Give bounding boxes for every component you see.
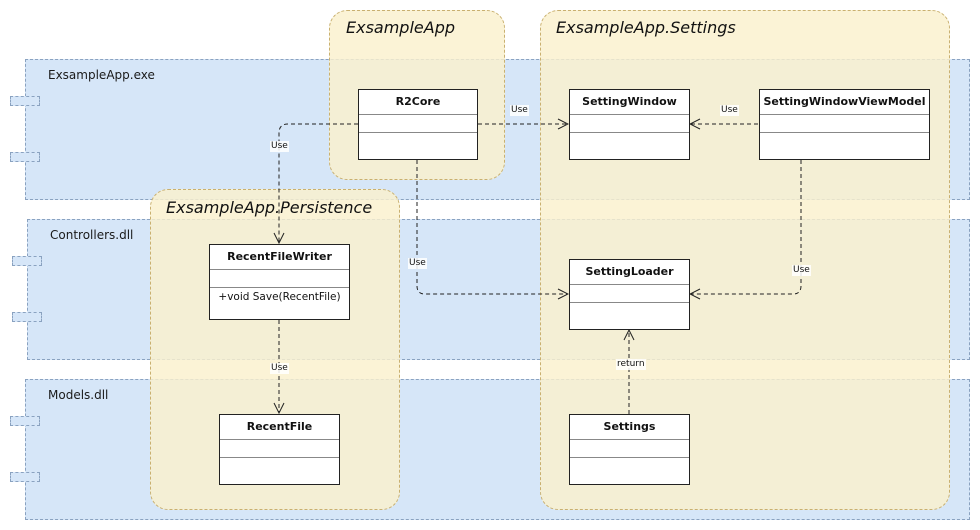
class-settingwindowviewmodel-attributes [760,115,929,133]
edge-label-vm-settingwindow: Use [720,105,739,116]
class-recentfilewriter-attributes [210,270,349,288]
class-settingwindowviewmodel-name: SettingWindowViewModel [760,90,929,115]
package-persistence-label: ExsampleApp.Persistence [166,198,373,217]
class-settings-name: Settings [570,415,689,440]
class-recentfilewriter-operation: +void Save(RecentFile) [218,291,341,303]
edge-label-r2core-recentfilewriter: Use [270,141,289,152]
package-exsampleapp-label: ExsampleApp [346,18,456,37]
class-recentfilewriter[interactable]: RecentFileWriter +void Save(RecentFile) [209,244,350,320]
class-recentfile-name: RecentFile [220,415,339,440]
class-r2core-attributes [359,115,477,133]
class-settingwindowviewmodel[interactable]: SettingWindowViewModel [759,89,930,160]
edge-label-r2core-settingloader: Use [408,258,427,269]
edge-label-r2core-settingwindow: Use [510,105,529,116]
class-settings-attributes [570,440,689,458]
assembly-exe-tab-top [10,96,40,106]
class-recentfile-attributes [220,440,339,458]
edge-r2core-settingloader [416,160,568,294]
class-settings[interactable]: Settings [569,414,690,485]
assembly-controllers-label: Controllers.dll [50,228,134,242]
assembly-models-label: Models.dll [48,388,109,402]
class-r2core-operations [359,133,477,150]
assembly-controllers-tab-top [12,256,42,266]
edge-vm-settingloader [690,160,802,294]
class-settingloader-attributes [570,285,689,303]
class-recentfile-operations [220,458,339,475]
assembly-models-tab-top [10,416,40,426]
class-settingwindow-operations [570,133,689,150]
assembly-exe-tab-bottom [10,152,40,162]
class-settings-operations [570,458,689,475]
assembly-controllers-tab-bottom [12,312,42,322]
class-recentfile[interactable]: RecentFile [219,414,340,485]
class-recentfilewriter-name: RecentFileWriter [210,245,349,270]
edge-r2core-recentfilewriter [279,123,358,243]
class-settingloader-name: SettingLoader [570,260,689,285]
class-settingwindow-attributes [570,115,689,133]
class-settingwindow-name: SettingWindow [570,90,689,115]
edge-label-settings-settingloader: return [616,359,646,370]
assembly-models-tab-bottom [10,472,40,482]
class-r2core-name: R2Core [359,90,477,115]
edge-label-recentfilewriter-recentfile: Use [270,363,289,374]
edge-label-vm-settingloader: Use [792,265,811,276]
package-settings-label: ExsampleApp.Settings [556,18,736,37]
class-settingwindowviewmodel-operations [760,133,929,150]
class-settingwindow[interactable]: SettingWindow [569,89,690,160]
class-settingloader[interactable]: SettingLoader [569,259,690,330]
class-settingloader-operations [570,303,689,320]
class-r2core[interactable]: R2Core [358,89,478,160]
assembly-exe-label: ExsampleApp.exe [48,68,155,82]
